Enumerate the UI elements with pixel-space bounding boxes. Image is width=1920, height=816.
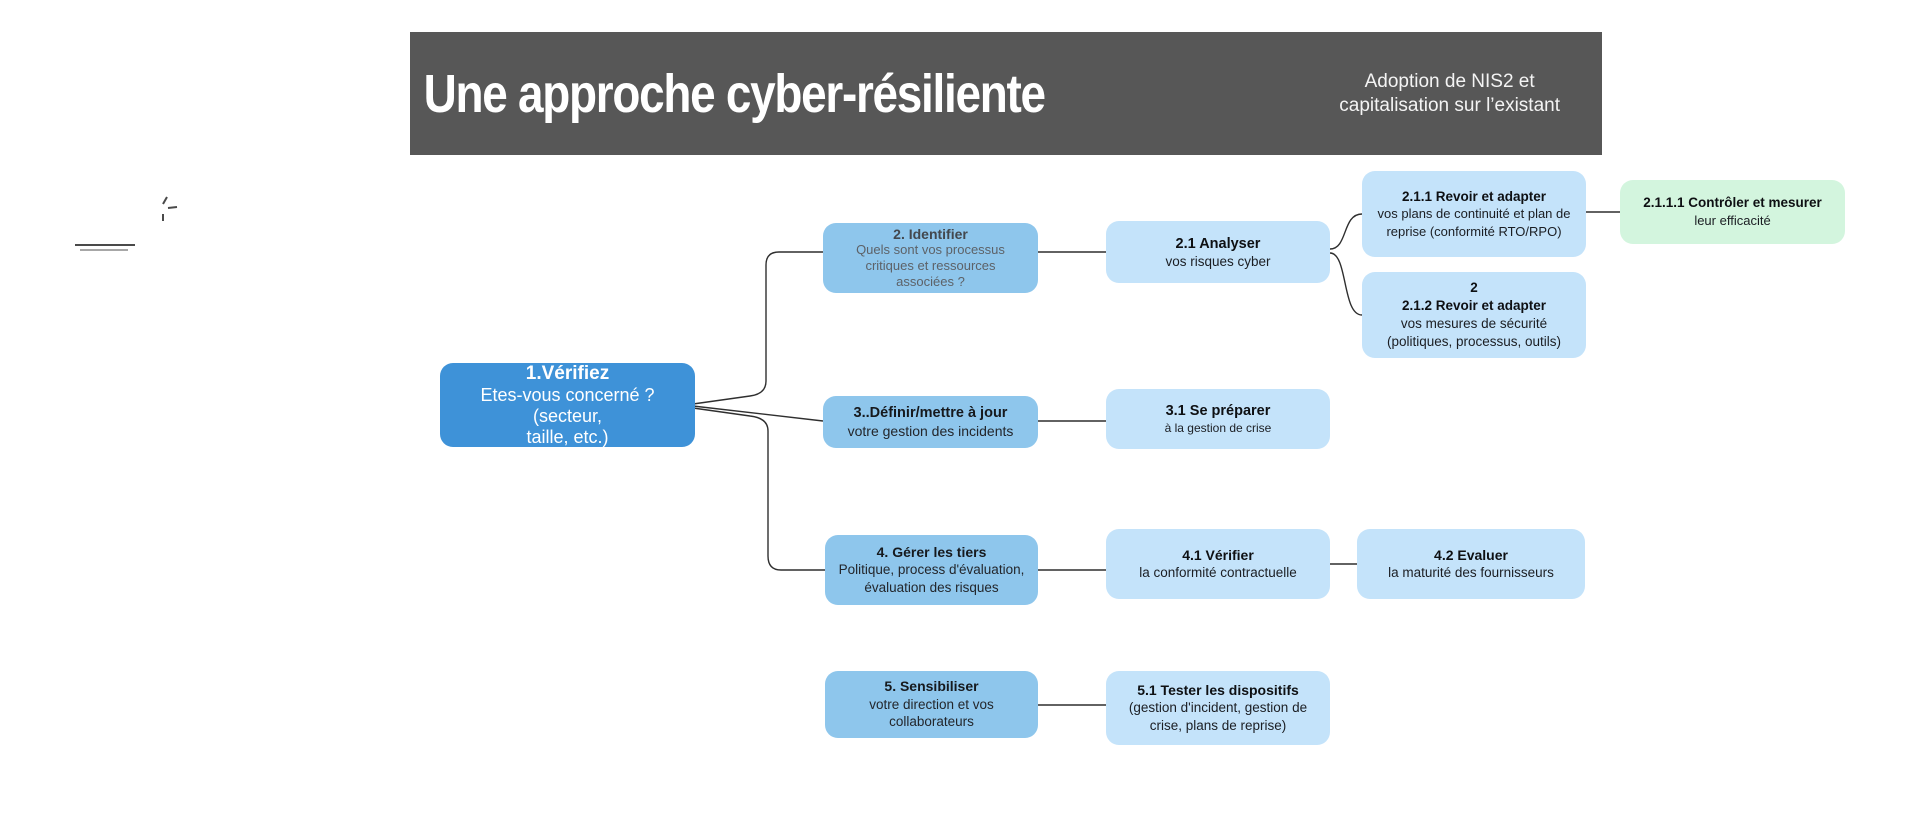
node-title: 3..Définir/mettre à jour <box>853 405 1008 421</box>
node-body: votre gestion des incidents <box>847 423 1014 439</box>
node-3-1-se-preparer[interactable]: 3.1 Se préparer à la gestion de crise <box>1106 389 1330 449</box>
node-title: 5.1 Tester les dispositifs <box>1137 681 1299 698</box>
node-5-sensibiliser[interactable]: 5. Sensibiliser votre direction et vos c… <box>825 671 1038 738</box>
node-body: vos mesures de sécurité (politiques, pro… <box>1386 316 1562 349</box>
node-2-1-1-1-controler-et-mesurer[interactable]: 2.1.1.1 Contrôler et mesurer leur effica… <box>1620 180 1845 244</box>
node-body: (gestion d'incident, gestion de crise, p… <box>1128 700 1308 733</box>
node-2-1-analyser[interactable]: 2.1 Analyser vos risques cyber <box>1106 221 1330 283</box>
node-4-gerer-les-tiers[interactable]: 4. Gérer les tiers Politique, process d'… <box>825 535 1038 605</box>
connector-1-to-3 <box>692 405 824 422</box>
node-4-2-evaluer[interactable]: 4.2 Evaluer la maturité des fournisseurs <box>1357 529 1585 599</box>
node-body: votre direction et vos collaborateurs <box>869 696 994 730</box>
node-body: Politique, process d'évaluation, évaluat… <box>838 562 1025 595</box>
node-body: Etes-vous concerné ? (secteur, taille, e… <box>480 384 655 447</box>
node-4-1-verifier[interactable]: 4.1 Vérifier la conformité contractuelle <box>1106 529 1330 599</box>
node-title: 4.2 Evaluer <box>1434 547 1508 563</box>
node-title: 5. Sensibiliser <box>884 678 979 695</box>
node-title: 2.1.1.1 Contrôler et mesurer <box>1643 195 1822 210</box>
node-3-definir-mettre-a-jour[interactable]: 3..Définir/mettre à jour votre gestion d… <box>823 396 1038 448</box>
scribble-stroke-icon <box>162 196 178 221</box>
node-title: 2.1.1 Revoir et adapter <box>1401 188 1547 204</box>
banner-subtitle: Adoption de NIS2 et capitalisation sur l… <box>1339 70 1560 116</box>
connector-1-to-4 <box>692 407 825 571</box>
connector-1-to-2 <box>692 251 823 405</box>
node-body: la maturité des fournisseurs <box>1388 565 1554 580</box>
node-title: 3.1 Se préparer <box>1165 403 1271 419</box>
node-body: vos plans de continuité et plan de repri… <box>1377 206 1571 239</box>
node-title: 2 2.1.2 Revoir et adapter <box>1401 280 1547 313</box>
node-title: 4.1 Vérifier <box>1182 547 1254 563</box>
node-title: 2. Identifier <box>893 226 968 242</box>
node-title: 4. Gérer les tiers <box>876 543 987 560</box>
node-body: Quels sont vos processus critiques et re… <box>856 242 1005 289</box>
node-body: la conformité contractuelle <box>1139 565 1297 580</box>
node-5-1-tester-les-dispositifs[interactable]: 5.1 Tester les dispositifs (gestion d'in… <box>1106 671 1330 745</box>
connector-21-to-212 <box>1329 252 1363 316</box>
node-2-identifier[interactable]: 2. Identifier Quels sont vos processus c… <box>823 223 1038 293</box>
node-title: 2.1 Analyser <box>1175 235 1261 252</box>
connector-21-to-211 <box>1329 213 1363 250</box>
node-2-1-1-revoir-et-adapter[interactable]: 2.1.1 Revoir et adapter vos plans de con… <box>1362 171 1586 257</box>
title-banner[interactable]: Une approche cyber-résiliente Adoption d… <box>410 32 1602 155</box>
node-body: à la gestion de crise <box>1164 421 1272 435</box>
node-body: vos risques cyber <box>1165 253 1271 269</box>
node-1-verifiez[interactable]: 1.Vérifiez Etes-vous concerné ? (secteur… <box>440 363 695 447</box>
node-title: 1.Vérifiez <box>525 362 610 384</box>
node-2-1-2-revoir-et-adapter[interactable]: 2 2.1.2 Revoir et adapter vos mesures de… <box>1362 272 1586 358</box>
node-body: leur efficacité <box>1694 213 1771 228</box>
banner-title: Une approche cyber-résiliente <box>423 63 1046 124</box>
